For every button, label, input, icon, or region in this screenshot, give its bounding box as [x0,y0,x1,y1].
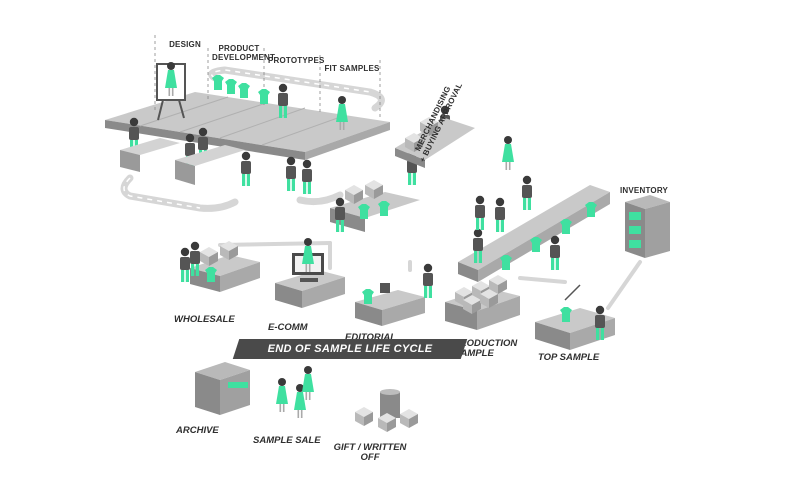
editorial-station [355,263,433,326]
wholesale-label: WHOLESALE [174,314,235,325]
merchandising-ramp [395,117,475,168]
conveyor-dashes [123,69,371,209]
pre-production-label-line1: PRE-PRODUCTION [430,338,518,349]
production-line [458,136,610,282]
stage-label-fit-samples: FIT SAMPLES [324,64,380,73]
sample-sale-group [276,366,314,418]
gift-label-line2: OFF [360,452,380,463]
stage-label-product-development-line1: PRODUCT [218,44,260,53]
stage-label-prototypes: PROTOTYPES [268,56,325,65]
ecomm-label: E-COMM [268,322,308,333]
pre-production-sample-label: PRE-PRODUCTION SAMPLE [428,339,520,359]
top-sample-label: TOP SAMPLE [538,352,600,363]
design-desks [120,138,245,185]
wholesale-station [180,241,260,292]
stage-label-product-development-line2: DEVELOPMENT [212,53,276,62]
stage-label-design: DESIGN [169,40,201,49]
archive-cabinet [195,362,250,415]
sample-sale-label: SAMPLE SALE [253,435,321,446]
inventory-label: INVENTORY [620,186,669,195]
gift-label-line1: GIFT / WRITTEN [333,442,407,453]
merchandising-table [330,180,420,232]
stage-dividers [154,35,381,120]
editorial-label: EDITORIAL [345,332,397,343]
gift-written-off-label: GIFT / WRITTEN OFF [330,443,410,463]
pre-production-label-line2: SAMPLE [454,348,494,359]
top-sample-station [535,284,615,350]
design-easel [156,62,186,121]
end-of-sample-life-cycle-banner: END OF SAMPLE LIFE CYCLE [232,339,468,359]
ecomm-station [275,238,345,308]
stage-label-product-development: PRODUCT DEVELOPMENT [212,44,276,62]
archive-label: ARCHIVE [176,425,219,436]
end-of-sample-life-cycle-text: END OF SAMPLE LIFE CYCLE [267,343,433,355]
gift-written-off-group [355,389,418,432]
pre-production-station [445,275,520,330]
inventory-shelf [625,195,670,258]
